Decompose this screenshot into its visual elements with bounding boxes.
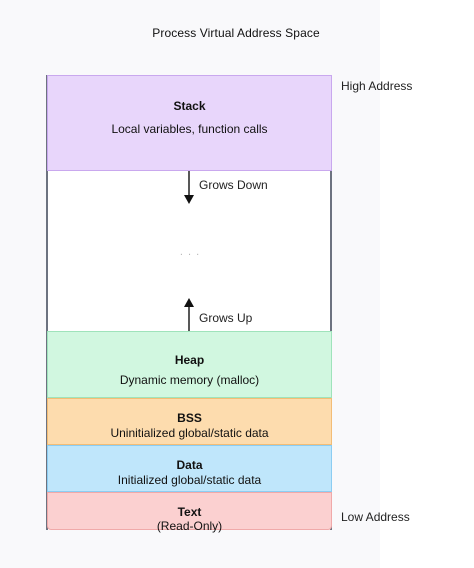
- diagram-title: Process Virtual Address Space: [152, 26, 320, 40]
- low-address-label: Low Address: [341, 510, 410, 524]
- grows-up-label: Grows Up: [199, 311, 253, 325]
- bss-segment: BSS Uninitialized global/static data: [47, 398, 332, 445]
- bss-description: Uninitialized global/static data: [110, 426, 269, 440]
- heap-segment: Heap Dynamic memory (malloc): [47, 331, 332, 398]
- grows-up-arrow-icon: [184, 298, 194, 331]
- text-segment: Text (Read-Only): [47, 492, 332, 533]
- text-description: (Read-Only): [156, 519, 223, 533]
- bss-name: BSS: [177, 411, 202, 425]
- gap-ellipsis: . . .: [179, 246, 201, 258]
- data-name: Data: [176, 458, 203, 472]
- stack-description: Local variables, function calls: [111, 122, 268, 136]
- high-address-label: High Address: [341, 79, 413, 93]
- heap-description: Dynamic memory (malloc): [119, 373, 260, 387]
- text-name: Text: [177, 505, 202, 519]
- heap-name: Heap: [174, 353, 205, 367]
- grows-down-arrow-icon: [184, 171, 194, 204]
- data-description: Initialized global/static data: [117, 473, 262, 487]
- data-segment: Data Initialized global/static data: [47, 445, 332, 492]
- stack-segment: Stack Local variables, function calls: [47, 75, 332, 171]
- stack-name: Stack: [173, 99, 206, 113]
- grows-down-label: Grows Down: [199, 178, 268, 192]
